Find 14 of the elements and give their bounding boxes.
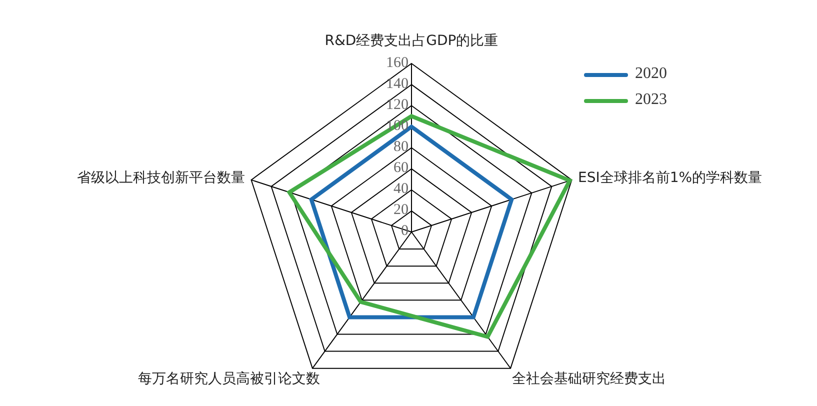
tick-label: 60 [394,160,408,176]
axis-label: 省级以上科技创新平台数量 [77,170,245,186]
tick-label: 80 [394,140,408,155]
tick-label: 120 [386,98,408,113]
axis-label: 每万名研究人员高被引论文数 [138,371,320,387]
tick-label: 140 [386,76,408,92]
tick-label: 160 [386,56,408,70]
legend-label: 2023 [635,92,667,108]
axis-label: 全社会基础研究经费支出 [512,371,666,387]
tick-label: 20 [394,202,408,218]
legend-label: 2020 [635,66,667,82]
axis-label: ESI全球排名前1%的学科数量 [578,170,762,186]
tick-label: 40 [394,182,408,197]
axis-label: R&D经费支出占GDP的比重 [324,33,498,49]
